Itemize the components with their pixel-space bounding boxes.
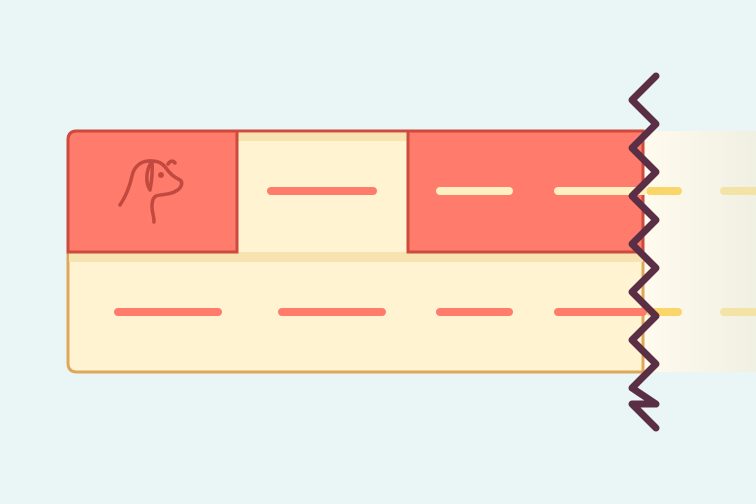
header-shadow [69, 252, 643, 262]
dog-head-icon [118, 159, 184, 224]
table [66, 129, 647, 374]
header-top-shadow [237, 133, 407, 141]
header-cell-icon [66, 129, 239, 254]
faded-table-continuation [643, 129, 756, 374]
zigzag-cut [628, 72, 660, 432]
header-cell-highlight [406, 129, 645, 254]
